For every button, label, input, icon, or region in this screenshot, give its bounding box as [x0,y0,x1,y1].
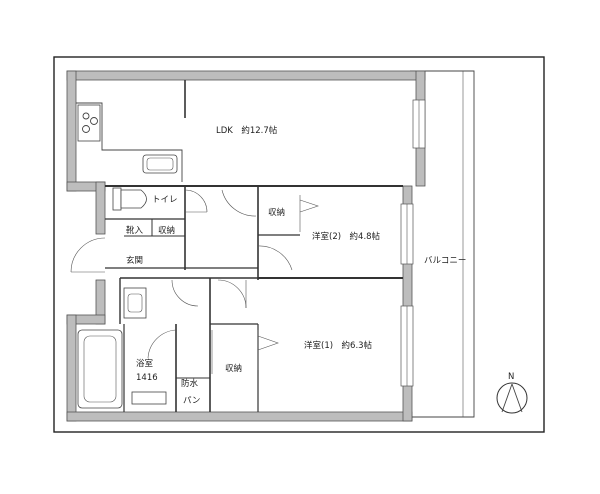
shoe-storage-label: 靴入 [126,225,144,236]
western-room-2-label: 洋室(2) 約4.8帖 [312,231,381,242]
storage-label: 収納 [225,363,242,374]
compass-north-label: N [508,372,514,382]
western-room-1-label: 洋室(1) 約6.3帖 [304,340,373,351]
closet-storage-label: 収納 [268,207,285,218]
exterior-walls [66,70,426,422]
waterproof-pan-label-2: パン [183,396,200,406]
entrance-storage-label: 収納 [158,225,175,236]
toilet-fixture [112,187,147,211]
wash-basin [123,287,147,319]
balcony-label: バルコニー [424,256,466,266]
door-swings [70,189,319,374]
kitchen-counter [76,102,183,182]
balcony-outline [410,70,475,418]
waterproof-pan-label-1: 防水 [181,378,199,389]
ldk-window [412,99,426,149]
interior-walls [105,80,403,412]
bath-label: 浴室 [136,358,154,369]
entrance-label: 玄関 [126,255,143,266]
site-boundary [53,56,545,433]
bathtub [77,329,167,409]
ldk-label: LDK 約12.7帖 [216,125,278,136]
bath-size-label: 1416 [136,373,158,383]
room-windows [400,203,414,387]
toilet-label: トイレ [152,195,178,205]
north-compass-icon: N [496,372,528,414]
